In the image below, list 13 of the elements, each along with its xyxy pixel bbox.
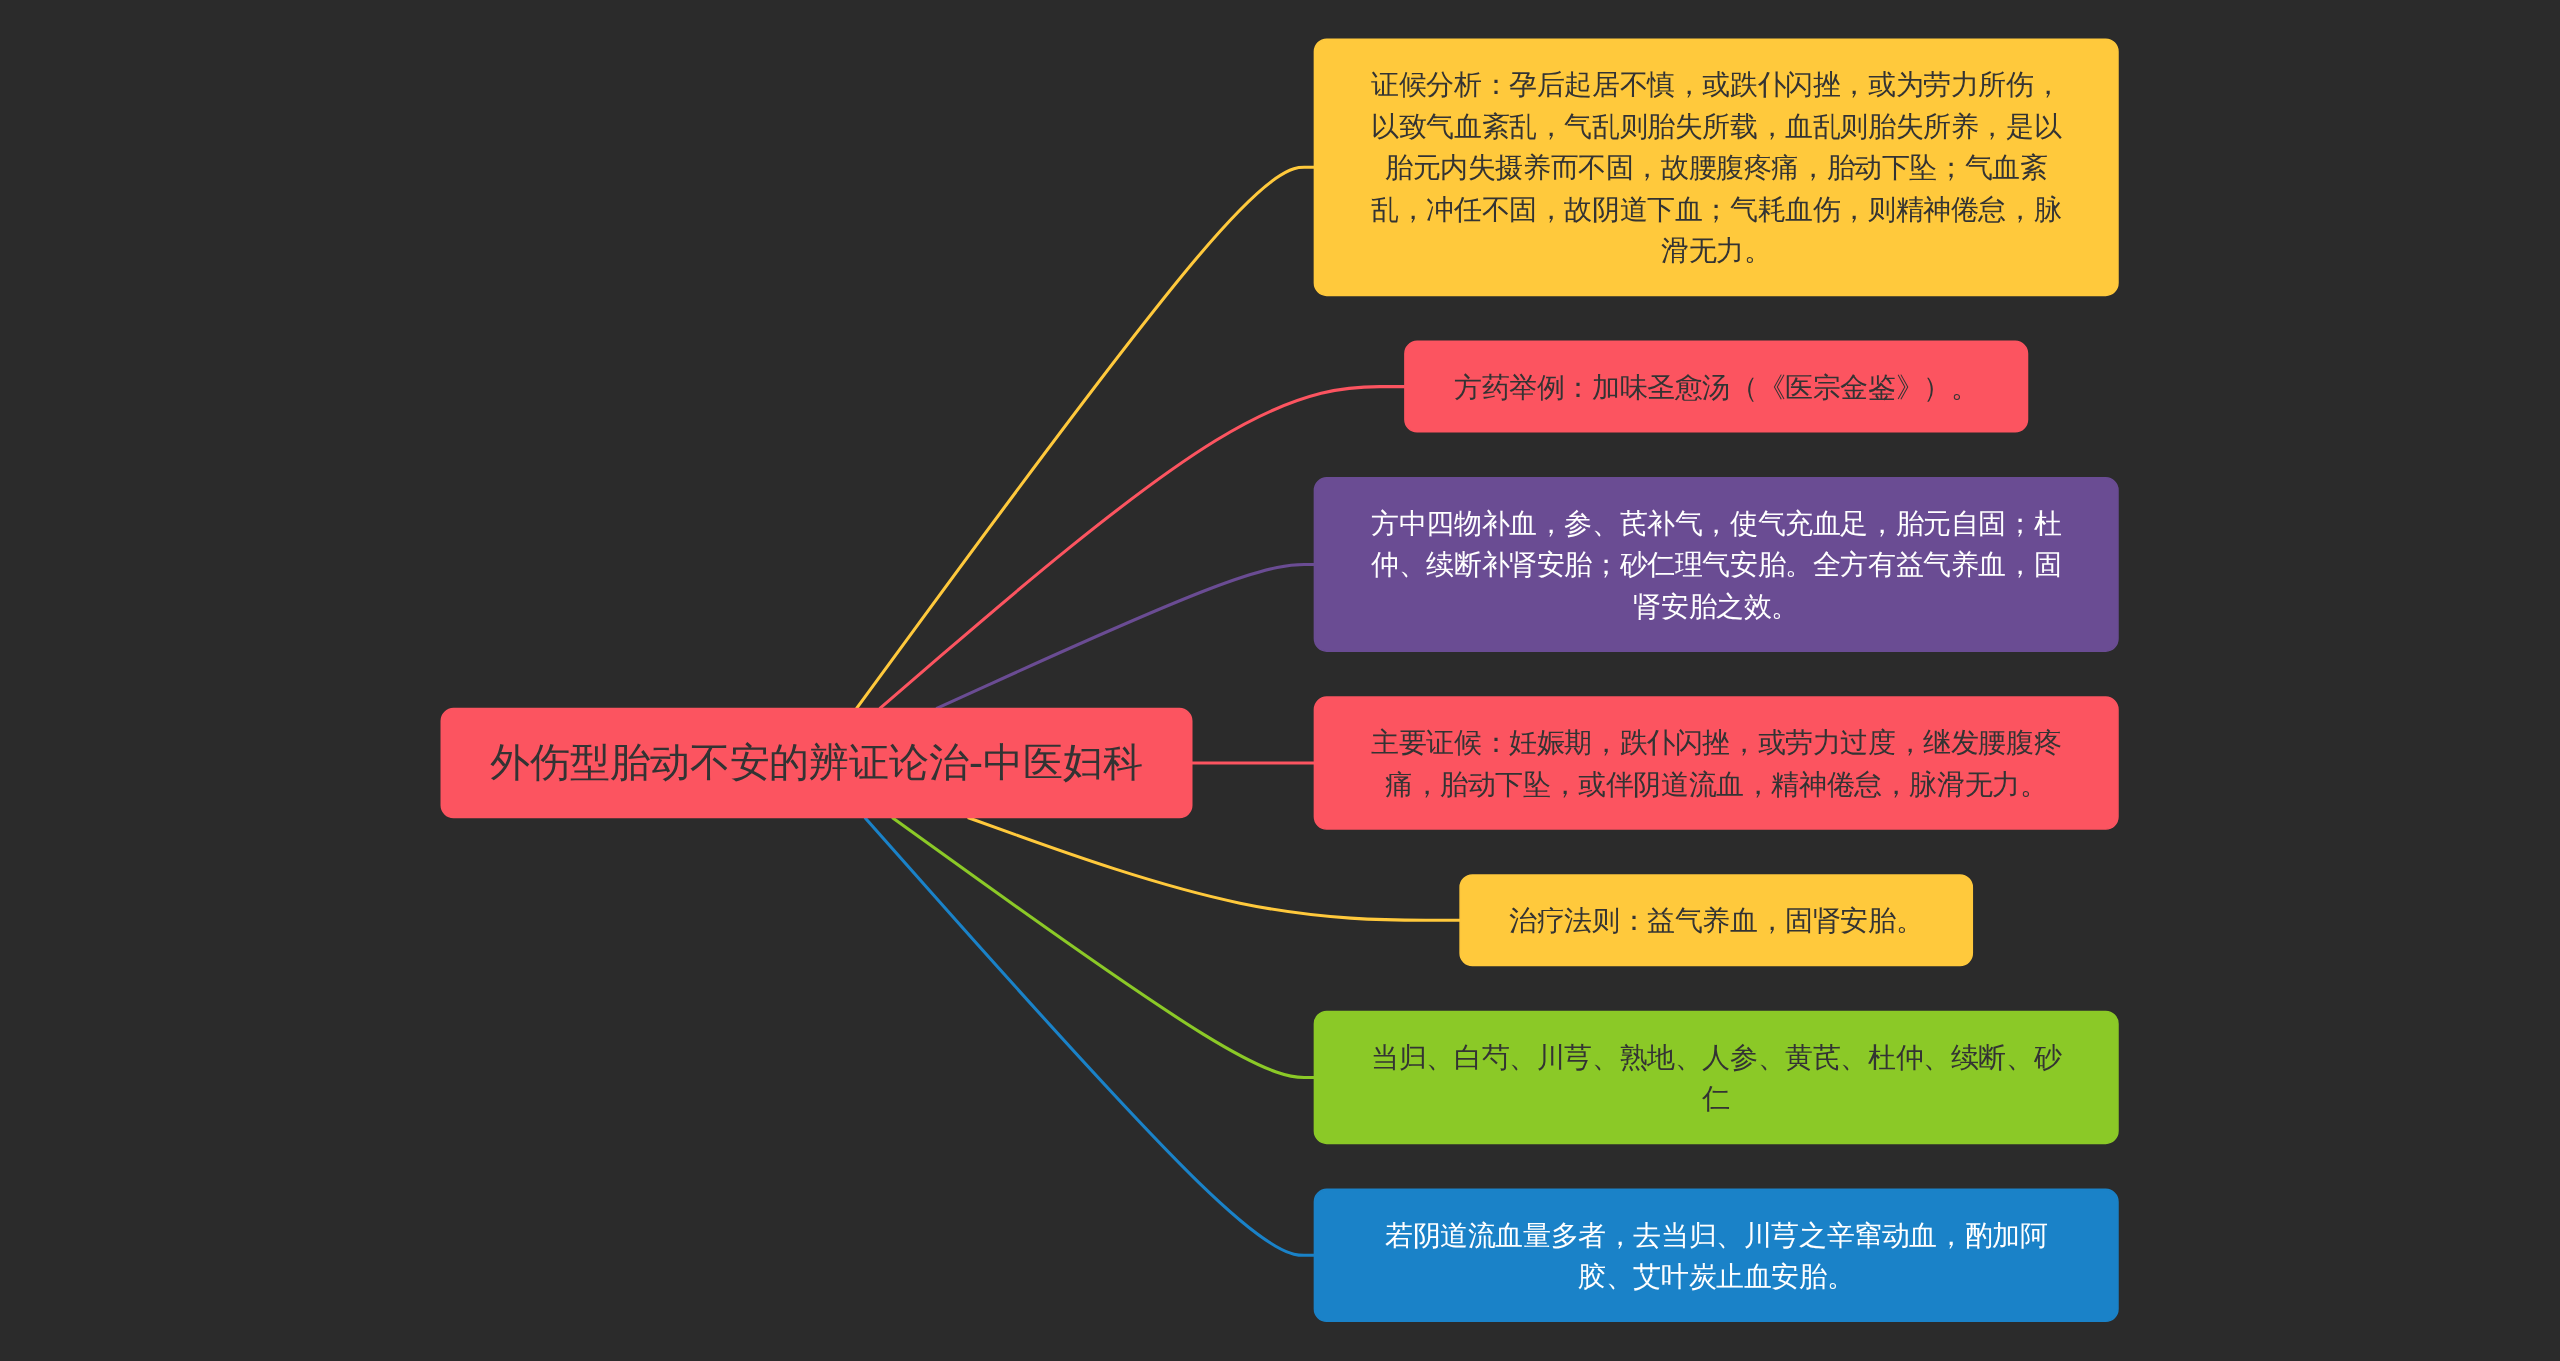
connector [864, 816, 1315, 1258]
connector [1192, 761, 1315, 765]
connector [967, 816, 1461, 923]
node-box: 治疗法则：益气养血，固肾安胎。 [1459, 874, 1974, 967]
node-box: 证候分析：孕后起居不慎，或跌仆闪挫，或为劳力所伤，以致气血紊乱，气乱则胎失所载，血乱则胎失所养，是以胎元内失摄养而不固，故腰腹疼痛，胎动下坠；气血紊乱，冲任不固，故阴道下血；气耗血伤，则精神倦怠，脉滑无力。 [1314, 38, 2120, 297]
node-box: 主要证候：妊娠期，跌仆闪挫，或劳力过度，继发腰腹疼痛，胎动下坠，或伴阴道流血，精神倦怠，脉滑无力。 [1314, 696, 2120, 830]
node-box: 若阴道流血量多者，去当归、川芎之辛窜动血，酌加阿胶、艾叶炭止血安胎。 [1314, 1188, 2120, 1323]
connector [891, 816, 1315, 1080]
connector [855, 166, 1315, 710]
node-box: 方药举例：加味圣愈汤（《医宗金鉴》）。 [1404, 340, 2029, 433]
node-box: 当归、白芍、川芎、熟地、人参、黄芪、杜仲、续断、砂仁 [1314, 1010, 2120, 1145]
node-box: 方中四物补血，参、芪补气，使气充血足，胎元自固；杜仲、续断补肾安胎；砂仁理气安胎。全方有益气养血，固肾安胎之效。 [1314, 477, 2120, 653]
node-box: 外伤型胎动不安的辨证论治-中医妇科 [440, 708, 1193, 819]
